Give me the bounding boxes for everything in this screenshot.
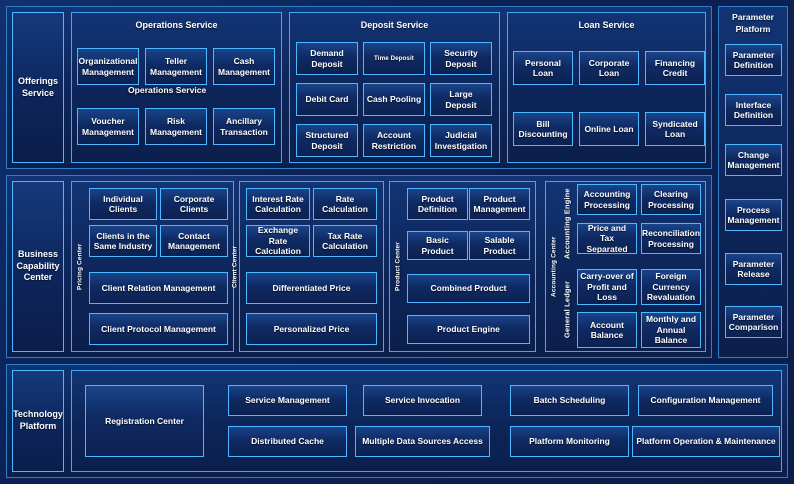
column-title-parameter-platform: Parameter Platform	[718, 12, 788, 35]
box-interest-rate-calculation[interactable]: Interest Rate Calculation	[246, 188, 310, 220]
box-rate-calculation[interactable]: Rate Calculation	[313, 188, 377, 220]
box-process-management[interactable]: Process Management	[725, 199, 782, 231]
vlabel-pricing-center: Pricing Center	[76, 243, 84, 290]
box-interface-definition[interactable]: Interface Definition	[725, 94, 782, 126]
parameter-platform-title-line2: Platform	[735, 23, 771, 34]
box-corporate-loan[interactable]: Corporate Loan	[579, 51, 639, 85]
box-personalized-price[interactable]: Personalized Price	[246, 313, 377, 345]
box-voucher-management[interactable]: Voucher Management	[77, 108, 139, 145]
group-title-operations-service-duplicate: Operations Service	[128, 85, 207, 95]
box-multiple-data-sources-access[interactable]: Multiple Data Sources Access	[355, 426, 490, 457]
box-salable-product[interactable]: Salable Product	[469, 231, 530, 260]
rail-bcc-line3: Center	[23, 272, 53, 283]
box-organizational-management[interactable]: Organizational Management	[77, 48, 139, 85]
rail-technology-platform[interactable]: Technology Platform	[12, 370, 64, 472]
box-corporate-clients[interactable]: Corporate Clients	[160, 188, 228, 220]
box-online-loan[interactable]: Online Loan	[579, 112, 639, 146]
vlabel-product-center: Product Center	[394, 242, 402, 291]
rail-tech-line2: Platform	[19, 421, 57, 431]
vlabel-accounting-engine: Accounting Engine	[562, 188, 572, 260]
box-client-relation-management[interactable]: Client Relation Management	[89, 272, 228, 304]
rail-business-capability-center[interactable]: Business Capability Center	[12, 181, 64, 352]
rail-bcc-line1: Business	[17, 248, 58, 259]
box-clearing-processing[interactable]: Clearing Processing	[641, 184, 701, 215]
box-syndicated-loan[interactable]: Syndicated Loan	[645, 112, 705, 146]
box-batch-scheduling[interactable]: Batch Scheduling	[510, 385, 629, 416]
box-service-management[interactable]: Service Management	[228, 385, 347, 416]
box-risk-management[interactable]: Risk Management	[145, 108, 207, 145]
box-accounting-processing[interactable]: Accounting Processing	[577, 184, 637, 215]
box-contact-management[interactable]: Contact Management	[160, 225, 228, 257]
group-title-deposit-service: Deposit Service	[360, 20, 429, 30]
box-judicial-investigation[interactable]: Judicial Investigation	[430, 124, 492, 157]
box-tax-rate-calculation[interactable]: Tax Rate Calculation	[313, 225, 377, 257]
group-title-operations-service: Operations Service	[135, 20, 218, 30]
box-parameter-comparison[interactable]: Parameter Comparison	[725, 306, 782, 338]
box-large-deposit[interactable]: Large Deposit	[430, 83, 492, 116]
box-configuration-management[interactable]: Configuration Management	[638, 385, 773, 416]
rail-offerings-line2: Service	[21, 87, 54, 98]
box-service-invocation[interactable]: Service Invocation	[363, 385, 482, 416]
box-foreign-currency-revaluation[interactable]: Foreign Currency Revaluation	[641, 269, 701, 305]
rail-tech-line1: Technology	[13, 409, 63, 420]
box-product-engine[interactable]: Product Engine	[407, 315, 530, 344]
box-cash-pooling[interactable]: Cash Pooling	[363, 83, 425, 116]
vlabel-general-ledger: General Ledger	[562, 280, 572, 338]
box-financing-credit[interactable]: Financing Credit	[645, 51, 705, 85]
box-account-balance[interactable]: Account Balance	[577, 312, 637, 348]
vlabel-client-center: Client Center	[231, 245, 239, 288]
box-cash-management[interactable]: Cash Management	[213, 48, 275, 85]
vlabel-accounting-center: Accounting Center	[550, 236, 558, 297]
box-ancillary-transaction[interactable]: Ancillary Transaction	[213, 108, 275, 145]
box-debit-card[interactable]: Debit Card	[296, 83, 358, 116]
rail-offerings-line1: Offerings	[17, 75, 58, 86]
group-title-loan-service: Loan Service	[578, 20, 635, 30]
box-clients-in-the-same-industry[interactable]: Clients in the Same Industry	[89, 225, 157, 257]
box-registration-center[interactable]: Registration Center	[85, 385, 204, 457]
rail-offerings-service[interactable]: Offerings Service	[12, 12, 64, 163]
box-product-definition[interactable]: Product Definition	[407, 188, 468, 220]
parameter-platform-title-line1: Parameter	[731, 12, 775, 22]
box-price-and-tax-separated[interactable]: Price and Tax Separated	[577, 223, 637, 254]
box-client-protocol-management[interactable]: Client Protocol Management	[89, 313, 228, 345]
box-product-management[interactable]: Product Management	[469, 188, 530, 220]
box-teller-management[interactable]: Teller Management	[145, 48, 207, 85]
box-platform-operation-and-maintenance[interactable]: Platform Operation & Maintenance	[632, 426, 780, 457]
box-distributed-cache[interactable]: Distributed Cache	[228, 426, 347, 457]
box-demand-deposit[interactable]: Demand Deposit	[296, 42, 358, 75]
rail-bcc-line2: Capability	[16, 260, 60, 271]
box-individual-clients[interactable]: Individual Clients	[89, 188, 157, 220]
box-reconciliation-processing[interactable]: Reconciliation Processing	[641, 223, 701, 254]
box-change-management[interactable]: Change Management	[725, 144, 782, 176]
box-time-deposit[interactable]: Time Deposit	[363, 42, 425, 75]
box-platform-monitoring[interactable]: Platform Monitoring	[510, 426, 629, 457]
box-monthly-and-annual-balance[interactable]: Monthly and Annual Balance	[641, 312, 701, 348]
box-differentiated-price[interactable]: Differentiated Price	[246, 272, 377, 304]
box-basic-product[interactable]: Basic Product	[407, 231, 468, 260]
box-bill-discounting[interactable]: Bill Discounting	[513, 112, 573, 146]
box-combined-product[interactable]: Combined Product	[407, 274, 530, 303]
box-carry-over-of-profit-and-loss[interactable]: Carry-over of Profit and Loss	[577, 269, 637, 305]
box-structured-deposit[interactable]: Structured Deposit	[296, 124, 358, 157]
box-personal-loan[interactable]: Personal Loan	[513, 51, 573, 85]
box-exchange-rate-calculation[interactable]: Exchange Rate Calculation	[246, 225, 310, 257]
box-parameter-release[interactable]: Parameter Release	[725, 253, 782, 285]
box-parameter-definition[interactable]: Parameter Definition	[725, 44, 782, 76]
box-account-restriction[interactable]: Account Restriction	[363, 124, 425, 157]
box-security-deposit[interactable]: Security Deposit	[430, 42, 492, 75]
